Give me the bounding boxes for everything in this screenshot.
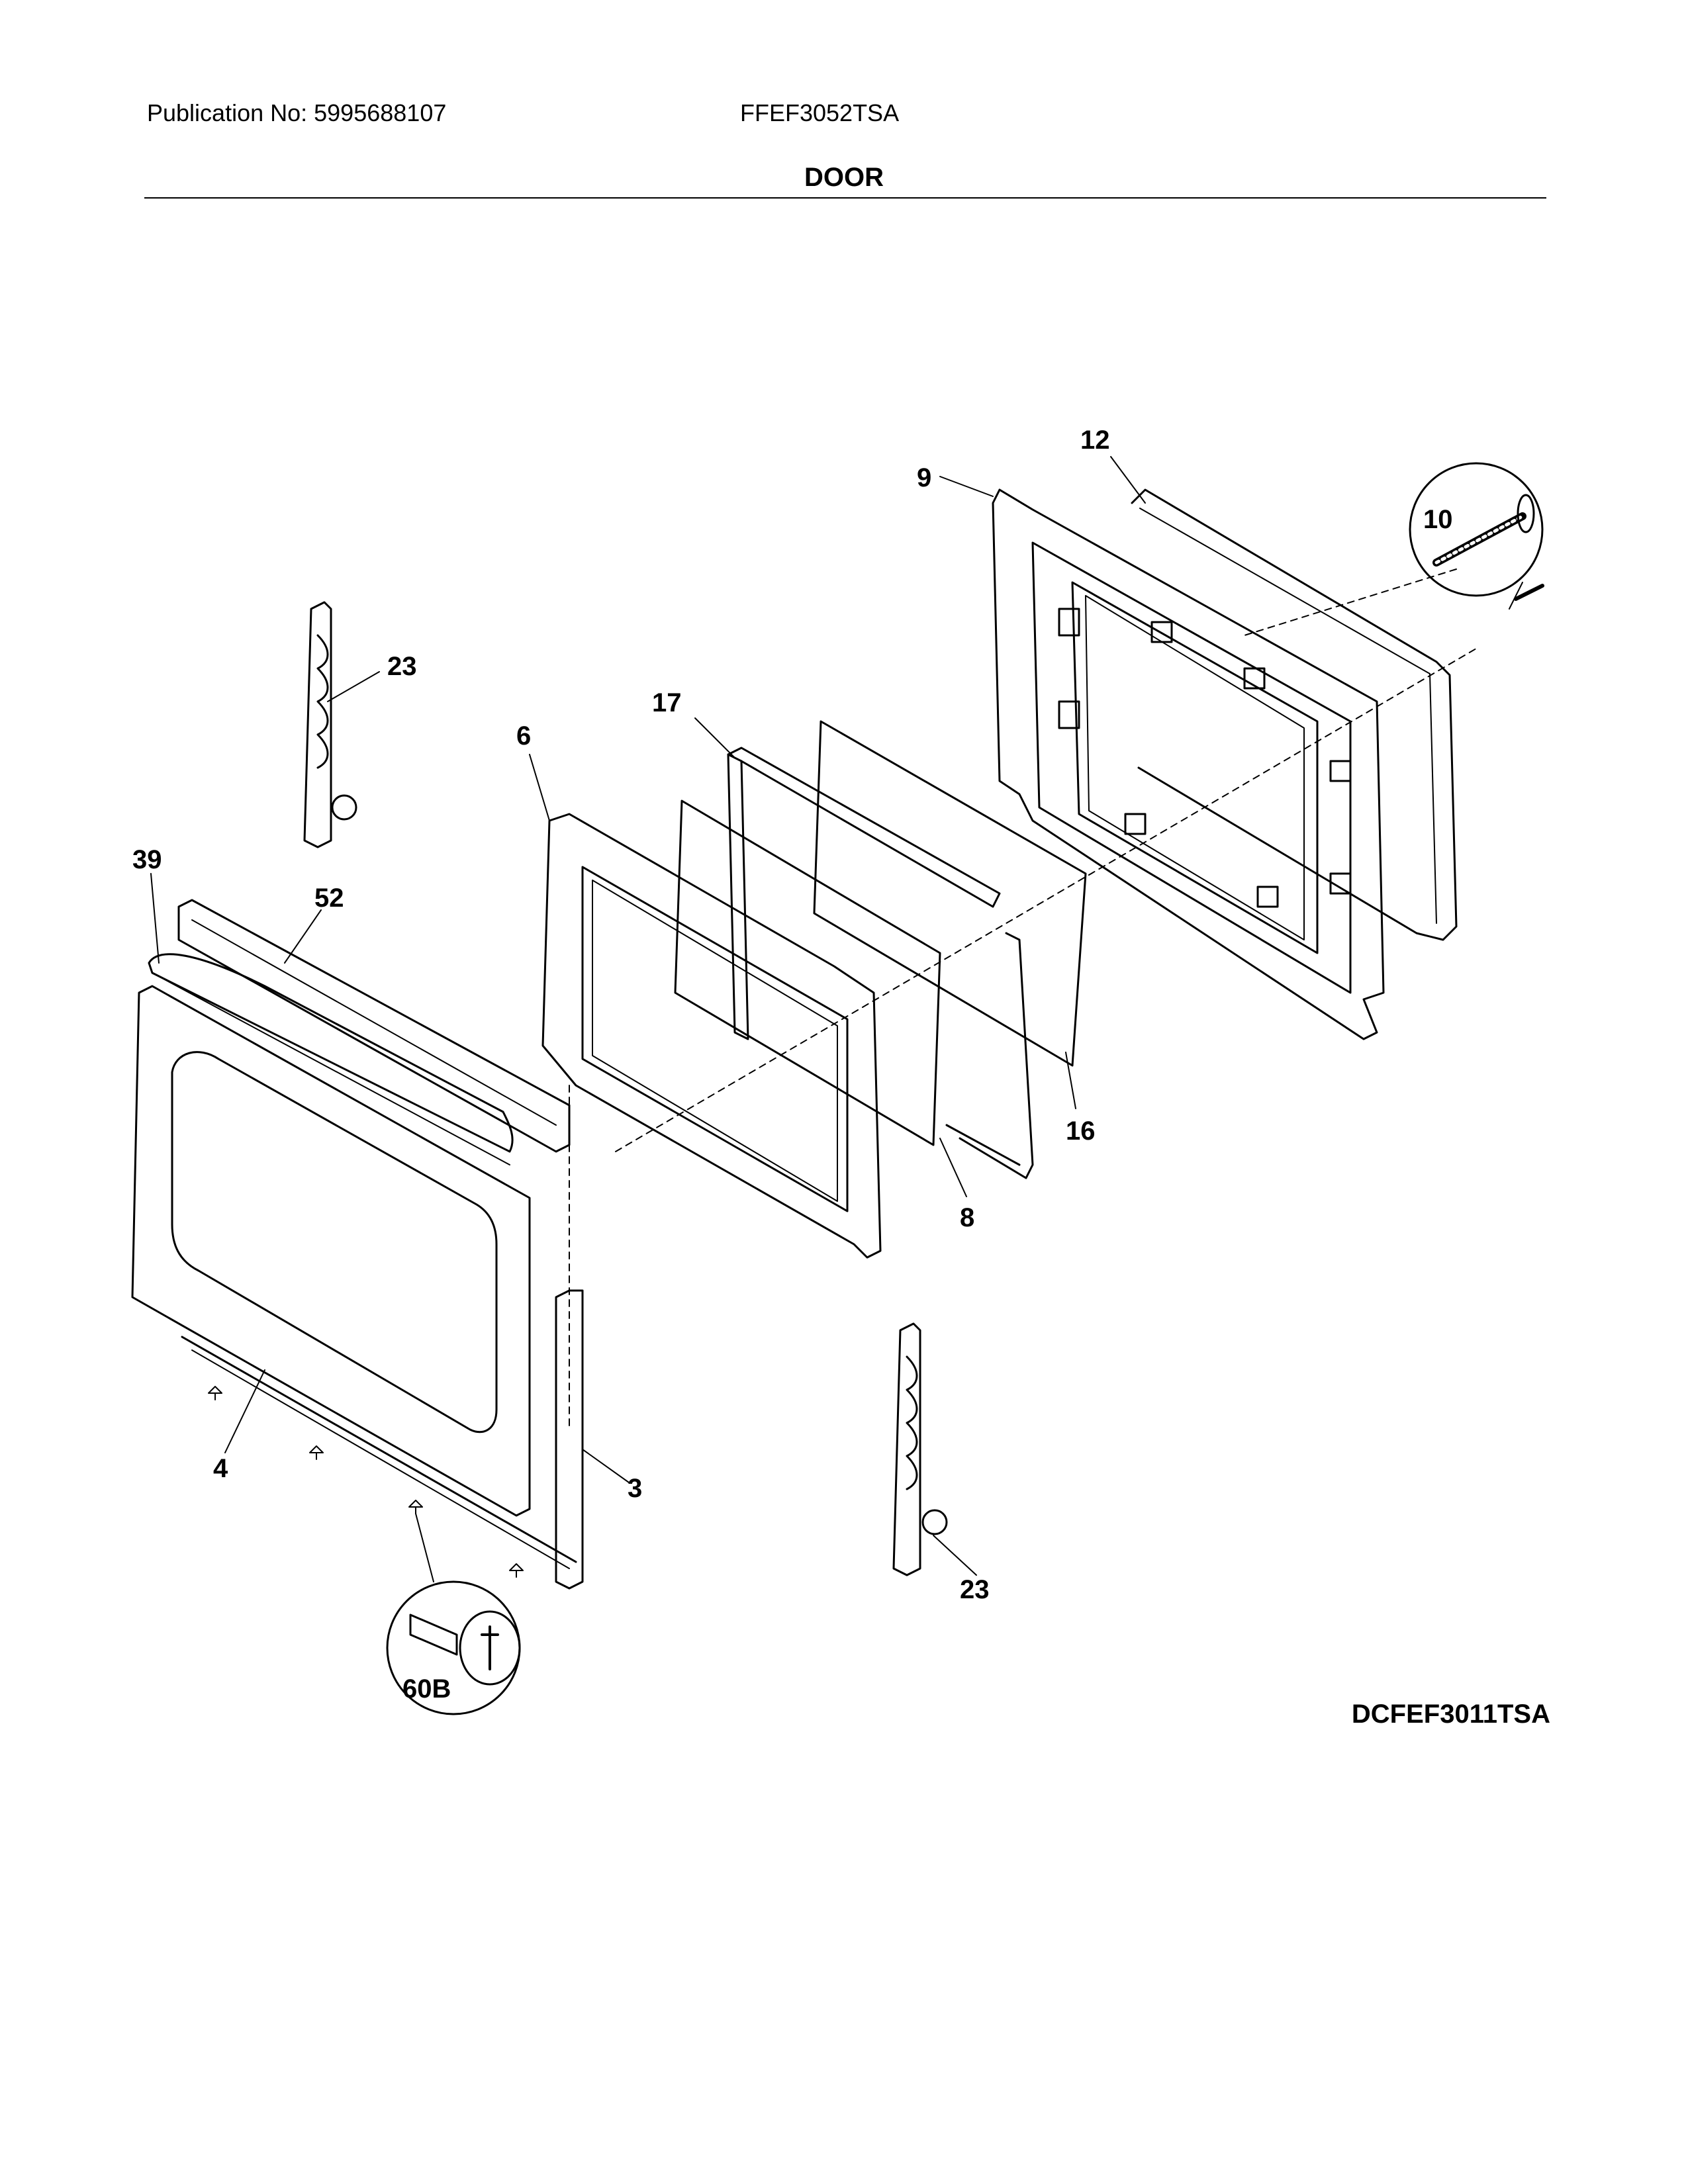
outer-door-panel-part-4 (131, 985, 577, 1569)
callout-16: 16 (1066, 1116, 1096, 1146)
callout-52: 52 (314, 884, 344, 913)
callout-39: 39 (132, 845, 162, 874)
callout-23-upper: 23 (387, 652, 417, 681)
middle-glass-part-8 (674, 799, 941, 1146)
diagram-code: DCFEF3011TSA (1351, 1700, 1550, 1729)
publication-number: Publication No: 5995688107 (147, 99, 447, 126)
screws (208, 1386, 524, 1578)
handle-trim-part-52 (177, 899, 571, 1153)
door-handle-part-39 (148, 953, 514, 1165)
callout-labels: 9 12 10 23 17 6 39 52 16 8 4 3 23 60B (132, 426, 1453, 1704)
callout-8: 8 (960, 1203, 974, 1232)
door-gasket-part-12 (1131, 488, 1458, 941)
screw-detail-part-60b (386, 1580, 521, 1715)
section-title: DOOR (804, 163, 884, 192)
door-frame-part-6 (541, 813, 882, 1259)
door-liner-part-9 (992, 488, 1385, 1040)
callout-10: 10 (1423, 505, 1453, 534)
callout-12: 12 (1080, 426, 1110, 455)
callout-17: 17 (652, 688, 682, 717)
model-number: FFEF3052TSA (740, 99, 900, 126)
callout-9: 9 (917, 463, 931, 492)
leader-lines (150, 456, 1146, 1582)
callout-4: 4 (213, 1454, 228, 1483)
alignment-lines (569, 569, 1477, 1430)
callout-60b: 60B (402, 1674, 451, 1704)
hinge-lower-part-23 (892, 1322, 948, 1576)
inner-glass-part-16 (813, 720, 1087, 1067)
callout-6: 6 (516, 721, 531, 751)
glass-frame-part-17 (727, 747, 1034, 1179)
screw-detail-part-10 (1409, 462, 1544, 610)
header-rule (144, 197, 1546, 199)
side-trim-part-3 (555, 1289, 584, 1590)
callout-3: 3 (628, 1474, 642, 1503)
callout-23-lower: 23 (960, 1575, 990, 1604)
hinge-upper-part-23 (303, 601, 357, 848)
